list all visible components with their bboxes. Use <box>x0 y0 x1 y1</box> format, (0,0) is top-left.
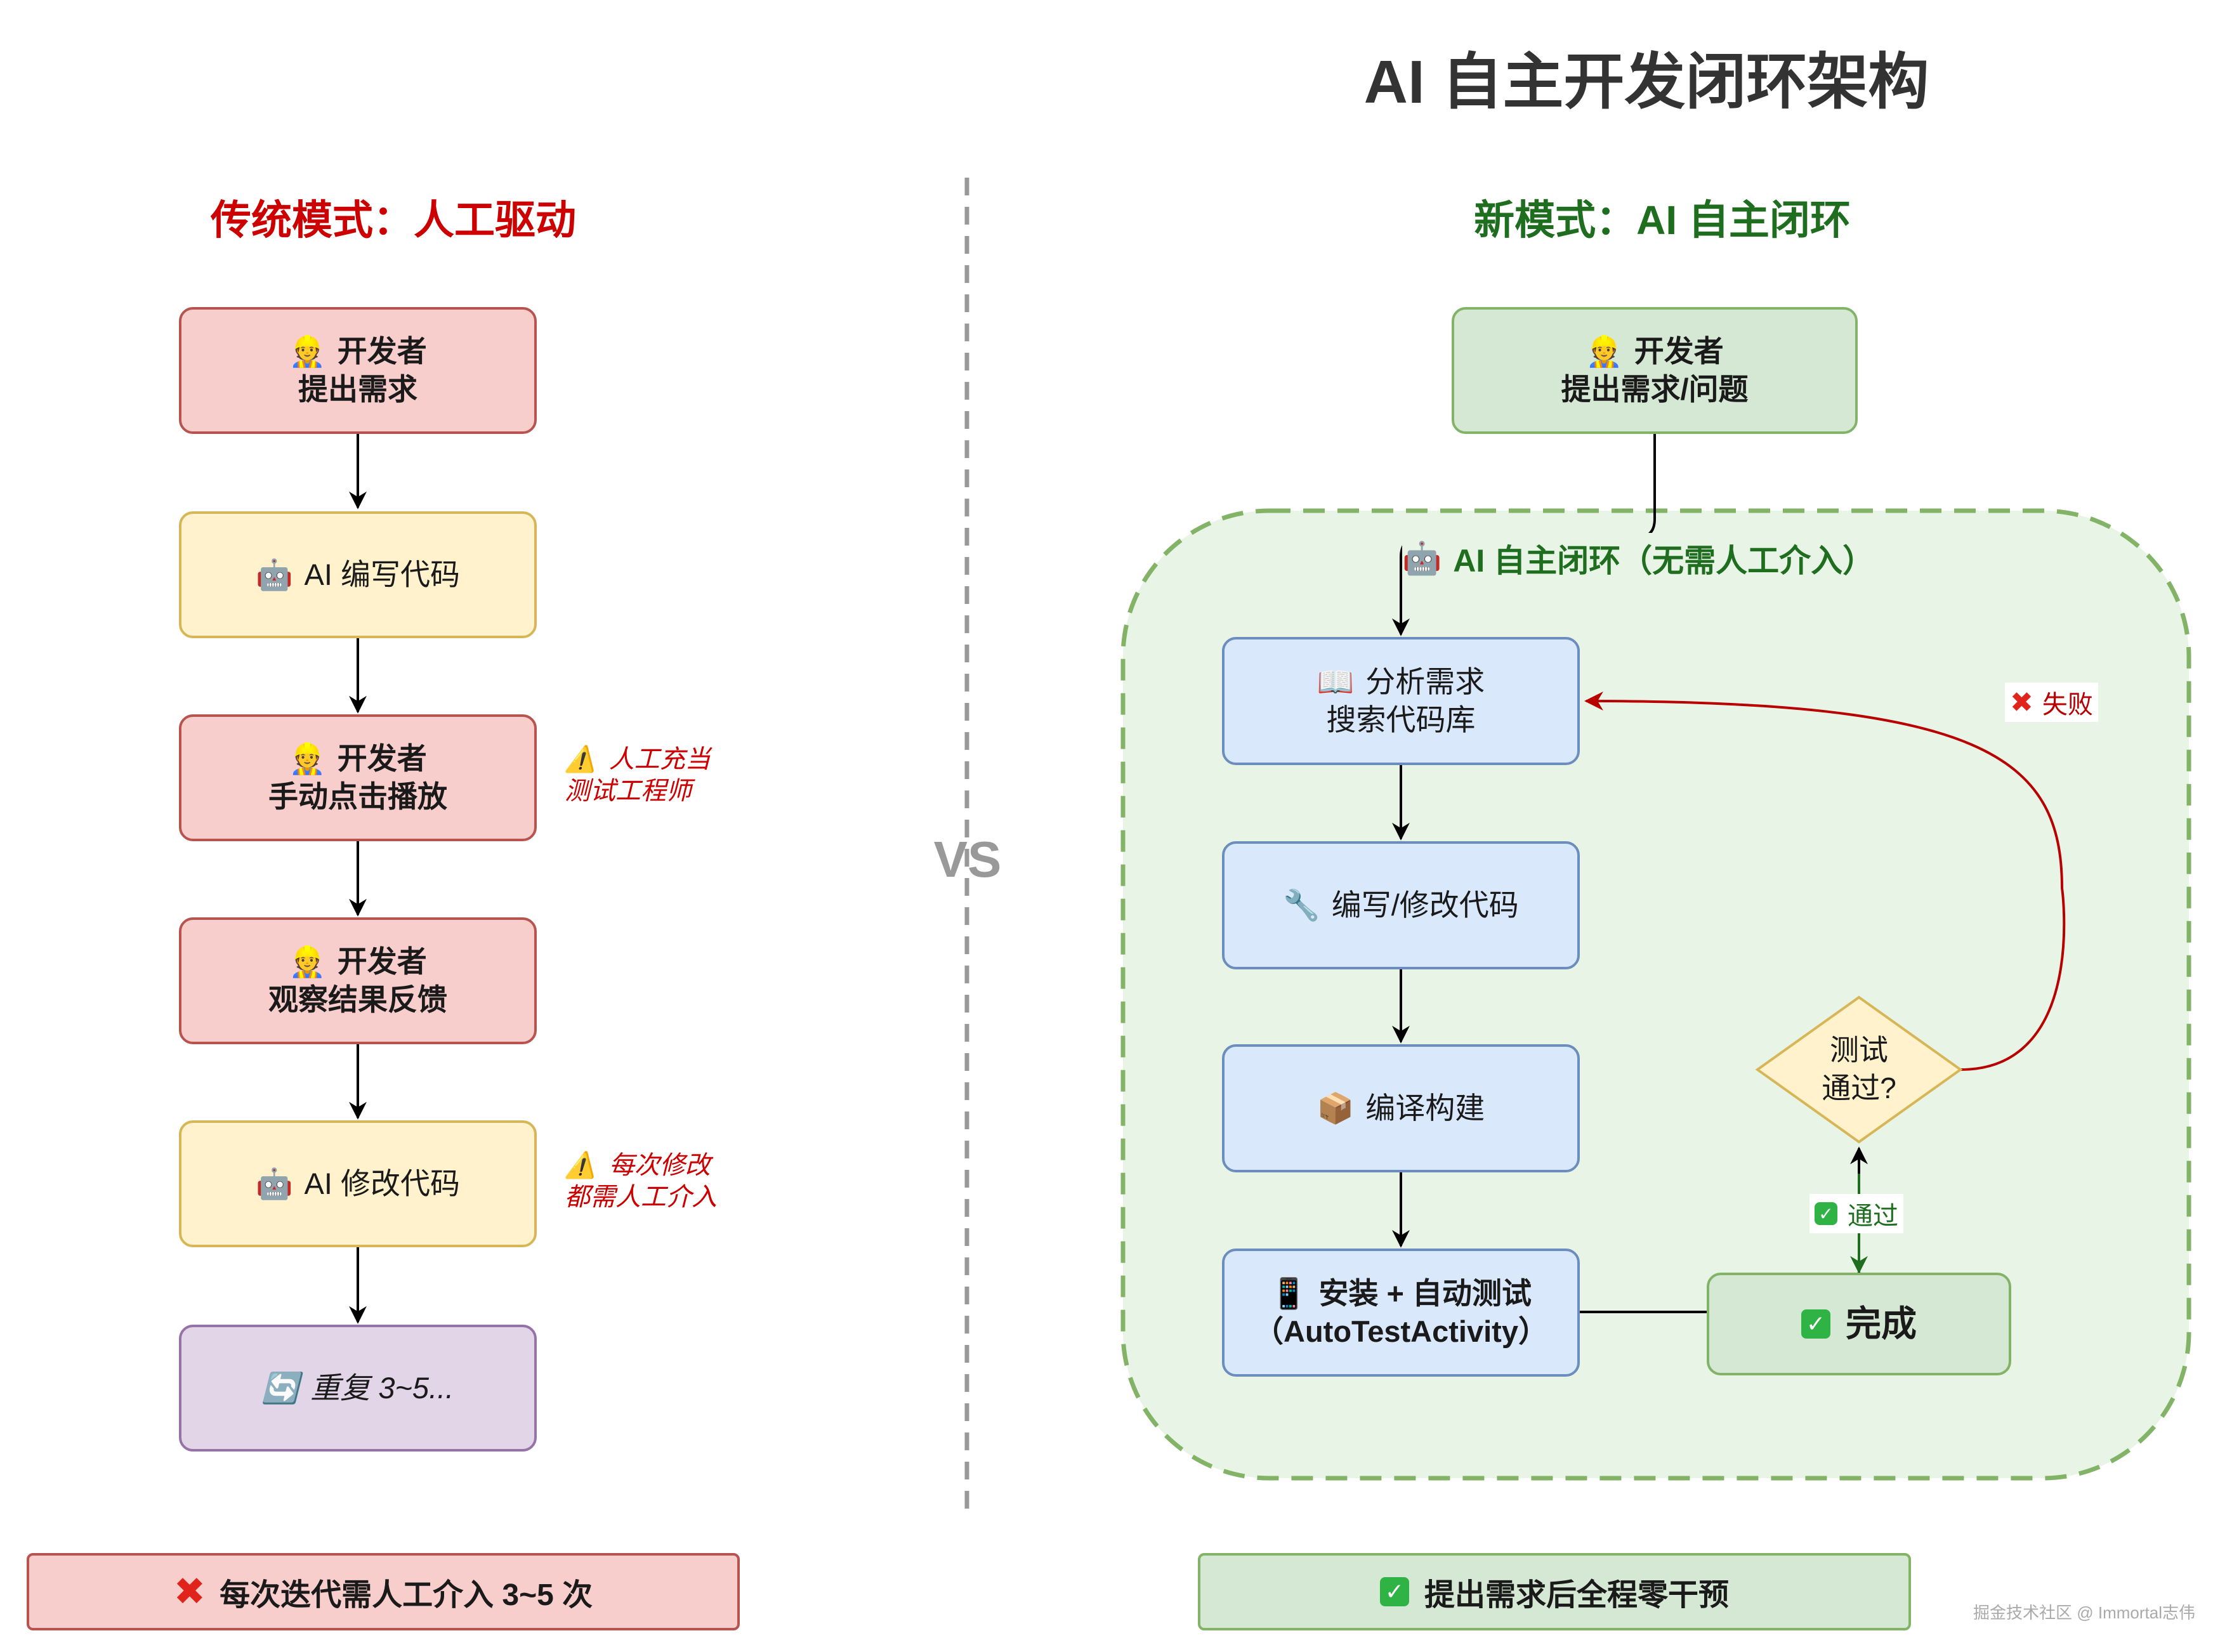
fail-label: ✖ 失败 <box>2005 683 2098 722</box>
step-line1: 开发者 <box>337 334 427 368</box>
phone-icon: 📱 <box>1270 1276 1308 1310</box>
repeat-icon: 🔄 <box>261 1370 299 1405</box>
note-line2: 都需人工介入 <box>565 1183 717 1211</box>
decision-line1: 测试 <box>1830 1033 1888 1067</box>
x-icon: ✖ <box>2010 686 2033 718</box>
developer-icon: 👷 <box>289 741 326 775</box>
vs-label: VS <box>933 831 1002 888</box>
left-summary: ✖ 每次迭代需人工介入 3~5 次 <box>27 1553 740 1630</box>
check-icon: ✓ <box>1815 1202 1837 1225</box>
step-line1: 编译构建 <box>1365 1091 1485 1125</box>
fail-label-text: 失败 <box>2042 691 2093 719</box>
note-line2: 测试工程师 <box>565 777 692 805</box>
robot-icon: 🤖 <box>256 557 293 591</box>
right-step-install-test: 📱 安装 + 自动测试 （AutoTestActivity） <box>1222 1249 1580 1377</box>
decision-label: 测试 通过? <box>1776 1028 1941 1111</box>
step-line1: 开发者 <box>337 741 427 775</box>
left-step-developer-request: 👷 开发者 提出需求 <box>179 307 537 434</box>
right-developer-request: 👷 开发者 提出需求/问题 <box>1452 307 1858 434</box>
x-icon: ✖ <box>173 1570 206 1613</box>
right-summary: ✓ 提出需求后全程零干预 <box>1198 1553 1911 1630</box>
package-icon: 📦 <box>1317 1091 1355 1125</box>
step-line2: 观察结果反馈 <box>268 983 447 1016</box>
new-mode-title: 新模式：AI 自主闭环 <box>1474 197 1851 243</box>
right-step-analyze: 📖 分析需求 搜索代码库 <box>1222 637 1580 765</box>
robot-icon: 🤖 <box>1402 540 1442 576</box>
right-step-write-code: 🔧 编写/修改代码 <box>1222 841 1580 969</box>
wrench-icon: 🔧 <box>1283 888 1320 922</box>
page-title: AI 自主开发闭环架构 <box>1363 48 1929 116</box>
done-text: 完成 <box>1846 1304 1917 1344</box>
pass-label-text: 通过 <box>1848 1202 1898 1230</box>
decision-diamond <box>1755 995 1963 1144</box>
note-line1: 每次修改 <box>608 1151 711 1179</box>
ai-loop-label: 🤖 AI 自主闭环（无需人工介入） <box>1402 533 1910 584</box>
right-done: ✓ 完成 <box>1707 1273 2011 1375</box>
watermark: 掘金技术社区 @ Immortal志伟 <box>1973 1603 2195 1622</box>
step-line1: 分析需求 <box>1365 664 1485 698</box>
warning-icon: ⚠️ <box>565 745 596 773</box>
right-step-build: 📦 编译构建 <box>1222 1044 1580 1172</box>
pass-label: ✓ 通过 <box>1809 1194 1903 1233</box>
left-step-ai-modify: 🤖 AI 修改代码 <box>179 1120 537 1247</box>
warning-icon: ⚠️ <box>565 1151 596 1179</box>
developer-line1: 开发者 <box>1634 334 1724 368</box>
check-icon: ✓ <box>1379 1577 1409 1606</box>
note-manual-tester: ⚠️ 人工充当 测试工程师 <box>565 744 780 807</box>
step-line2: 搜索代码库 <box>1326 703 1476 737</box>
left-step-ai-write: 🤖 AI 编写代码 <box>179 511 537 638</box>
ai-loop-label-text: AI 自主闭环（无需人工介入） <box>1453 543 1875 579</box>
step-line1: 重复 3~5... <box>310 1370 454 1405</box>
fail-arrow <box>1584 692 2066 1071</box>
traditional-mode-title: 传统模式：人工驱动 <box>211 197 576 243</box>
left-summary-text: 每次迭代需人工介入 3~5 次 <box>220 1578 593 1612</box>
step-line2: 手动点击播放 <box>268 780 447 813</box>
step-line1: AI 编写代码 <box>304 557 460 591</box>
developer-icon: 👷 <box>1586 334 1623 368</box>
developer-line2: 提出需求/问题 <box>1561 372 1749 406</box>
robot-icon: 🤖 <box>256 1166 293 1200</box>
note-manual-intervention: ⚠️ 每次修改 都需人工介入 <box>565 1150 780 1213</box>
decision-line2: 通过? <box>1822 1072 1896 1105</box>
note-line1: 人工充当 <box>608 745 711 773</box>
step-line1: 编写/修改代码 <box>1331 888 1519 922</box>
step-line2: 提出需求 <box>298 372 417 406</box>
developer-icon: 👷 <box>289 334 326 368</box>
book-icon: 📖 <box>1317 664 1355 698</box>
right-summary-text: 提出需求后全程零干预 <box>1424 1578 1729 1612</box>
step-line1: AI 修改代码 <box>304 1166 460 1200</box>
check-icon: ✓ <box>1801 1309 1830 1339</box>
developer-icon: 👷 <box>289 944 326 978</box>
step-line2: （AutoTestActivity） <box>1254 1314 1548 1348</box>
left-step-repeat: 🔄 重复 3~5... <box>179 1325 537 1452</box>
step-line1: 安装 + 自动测试 <box>1318 1276 1532 1310</box>
left-step-observe-feedback: 👷 开发者 观察结果反馈 <box>179 917 537 1044</box>
left-step-manual-play: 👷 开发者 手动点击播放 <box>179 714 537 841</box>
step-line1: 开发者 <box>337 944 427 978</box>
